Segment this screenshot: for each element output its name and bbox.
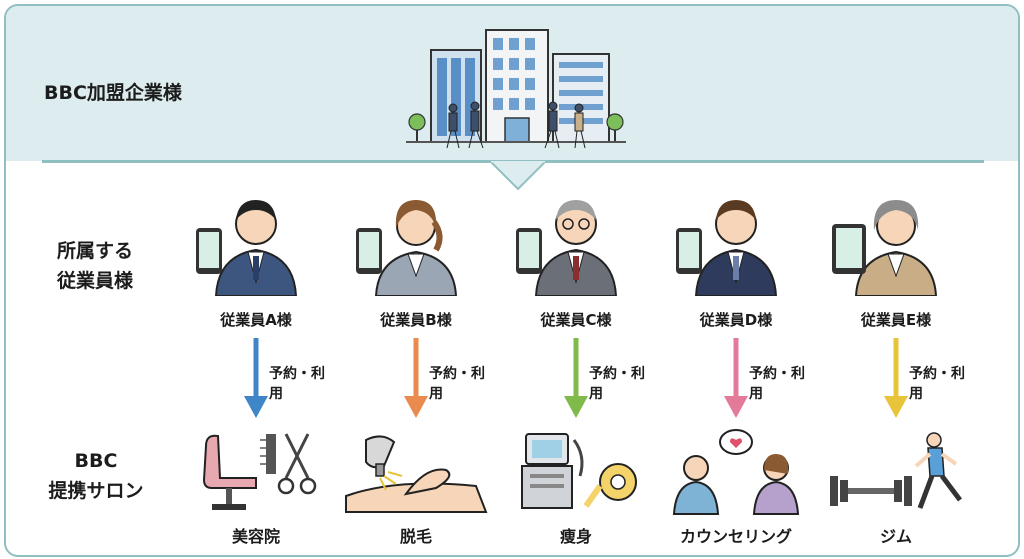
employee-column: 従業員A様 予約・利用 美容院 (176, 6, 336, 555)
arrow-down-icon (884, 338, 908, 418)
service-name: 脱毛 (399, 527, 432, 546)
employee-column: 従業員E様 予約・利用 ジム (816, 6, 976, 555)
arrow-down-icon (564, 338, 588, 418)
service-name: ジム (879, 527, 912, 546)
salon-label-line2: 提携サロン (48, 480, 144, 502)
service-name: カウンセリング (679, 527, 792, 546)
employee-name: 従業員A様 (220, 311, 292, 329)
pointer-notch (490, 161, 546, 191)
body-machine-measuring-tape-icon (521, 433, 637, 509)
counseling-heart-icon (672, 429, 800, 515)
service-name: 美容院 (231, 527, 280, 546)
businessman-with-phone-icon (196, 200, 298, 296)
barber-chair-comb-scissors-icon (202, 433, 317, 510)
senior-businesswoman-with-tablet-icon (832, 200, 938, 296)
employee-column: 従業員C様 予約・利用 痩身 (496, 6, 656, 555)
young-businessman-with-phone-icon (676, 200, 778, 296)
laser-hair-removal-icon (345, 435, 488, 513)
arrow-down-icon (404, 338, 428, 418)
action-label: 予約・利用 (749, 366, 805, 402)
salon-label-line1: BBC (74, 450, 118, 472)
action-label: 予約・利用 (909, 366, 965, 402)
arrow-down-icon (724, 338, 748, 418)
senior-businessman-with-phone-icon (516, 200, 618, 296)
diagram-frame: BBC加盟企業様 所属する 従業員様 BBC 提携サロン (4, 4, 1020, 557)
businesswoman-with-phone-icon (356, 200, 458, 296)
action-label: 予約・利用 (589, 366, 645, 402)
salon-section-label: BBC 提携サロン (36, 446, 156, 506)
dumbbell-runner-icon (830, 432, 962, 509)
employees-section-label: 所属する 従業員様 (40, 236, 150, 296)
arrow-down-icon (244, 338, 268, 418)
company-label: BBC加盟企業様 (44, 82, 182, 104)
employee-name: 従業員D様 (699, 311, 773, 329)
service-name: 痩身 (559, 527, 592, 546)
action-label: 予約・利用 (269, 366, 325, 402)
action-label: 予約・利用 (429, 366, 485, 402)
employee-column: 従業員D様 予約・利用 カウンセリング (656, 6, 816, 555)
employee-name: 従業員C様 (540, 311, 612, 329)
employees-label-line1: 所属する (56, 240, 133, 262)
employee-column: 従業員B様 予約・利用 脱毛 (336, 6, 496, 555)
employees-label-line2: 従業員様 (56, 270, 133, 292)
employee-name: 従業員E様 (860, 311, 932, 329)
office-buildings-icon (406, 29, 626, 149)
employee-name: 従業員B様 (380, 311, 452, 329)
